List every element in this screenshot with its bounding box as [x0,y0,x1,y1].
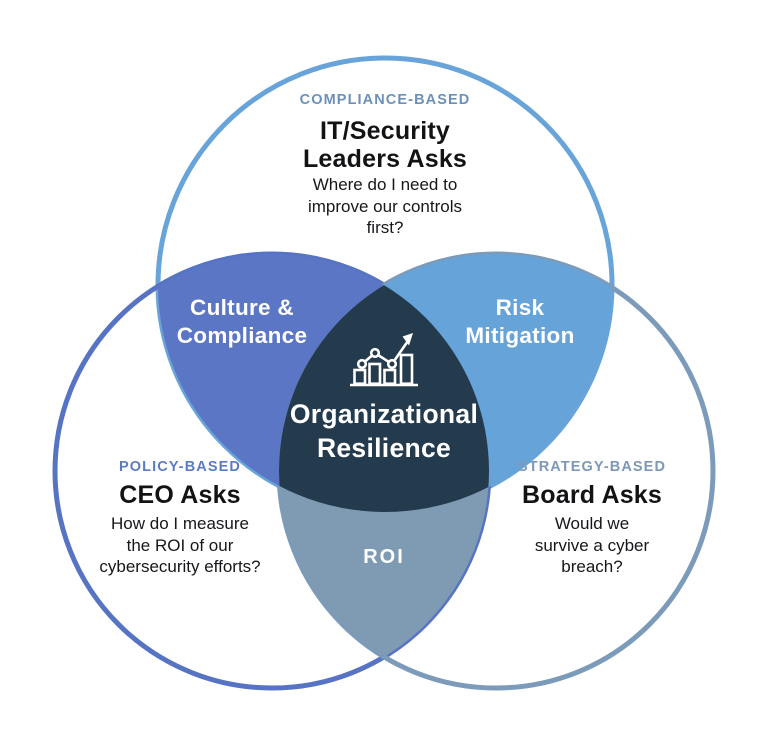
overlap-label-risk-mitigation: Risk Mitigation [465,295,575,348]
category-label-compliance: COMPLIANCE-BASED [299,92,471,108]
heading-board-asks: Board Asks [521,481,663,509]
heading-ceo-asks: CEO Asks [119,481,241,509]
heading-it-security-leaders: IT/Security Leaders Asks [302,117,468,173]
overlap-label-roi: ROI [363,546,405,568]
category-label-strategy: STRATEGY-BASED [517,459,667,475]
center-label-organizational-resilience: Organizational Resilience [289,399,479,463]
question-it-security-leaders: Where do I need to improve our controls … [307,175,463,237]
question-ceo-asks: How do I measure the ROI of our cybersec… [99,514,261,576]
question-board-asks: Would we survive a cyber breach? [534,514,650,576]
growth-chart-icon [346,330,422,388]
category-label-policy: POLICY-BASED [119,459,241,475]
overlap-label-culture-compliance: Culture & Compliance [176,295,308,348]
